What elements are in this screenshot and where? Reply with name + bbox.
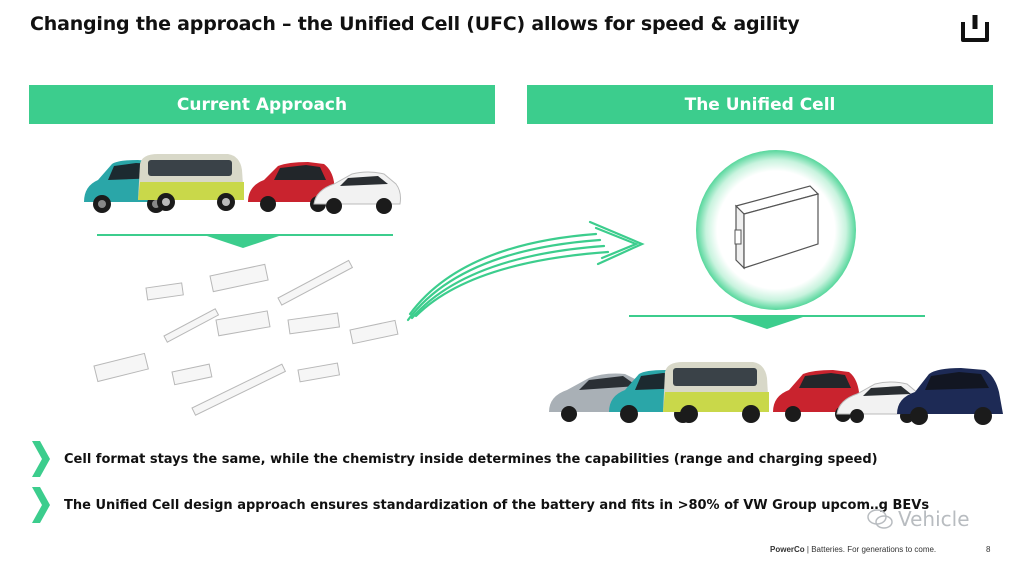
footer-tagline: | Batteries. For generations to come. [806,545,937,554]
unified-cell-arrow-down [731,317,803,329]
transition-arrow [406,220,645,322]
current-approach-divider [97,234,393,236]
chevron-right-icon [32,487,50,523]
chevron-right-icon [32,441,50,477]
slide-title: Changing the approach – the Unified Cell… [30,13,800,35]
bullet-text-1: Cell format stays the same, while the ch… [64,451,878,467]
unified-cell-image [734,185,820,270]
wechat-icon [867,509,893,529]
vw-group-cars-image [549,362,1003,425]
unified-cell-divider [629,315,925,317]
bullet-item-1: Cell format stays the same, while the ch… [30,441,990,477]
watermark: Vehicle [866,507,970,531]
current-approach-banner: Current Approach [29,85,495,124]
unified-cell-banner: The Unified Cell [527,85,993,124]
current-cars-image [84,154,401,214]
footer-brand: PowerCo [770,545,805,554]
current-approach-arrow-down [207,236,279,248]
bullet-text-2: The Unified Cell design approach ensures… [64,497,930,513]
footer: PowerCo | Batteries. For generations to … [770,545,936,554]
powerco-logo-icon [961,15,989,42]
watermark-text: Vehicle [898,507,970,531]
page-number: 8 [986,545,991,554]
bullet-item-2: The Unified Cell design approach ensures… [30,487,990,523]
varied-cell-formats-image [93,259,399,416]
